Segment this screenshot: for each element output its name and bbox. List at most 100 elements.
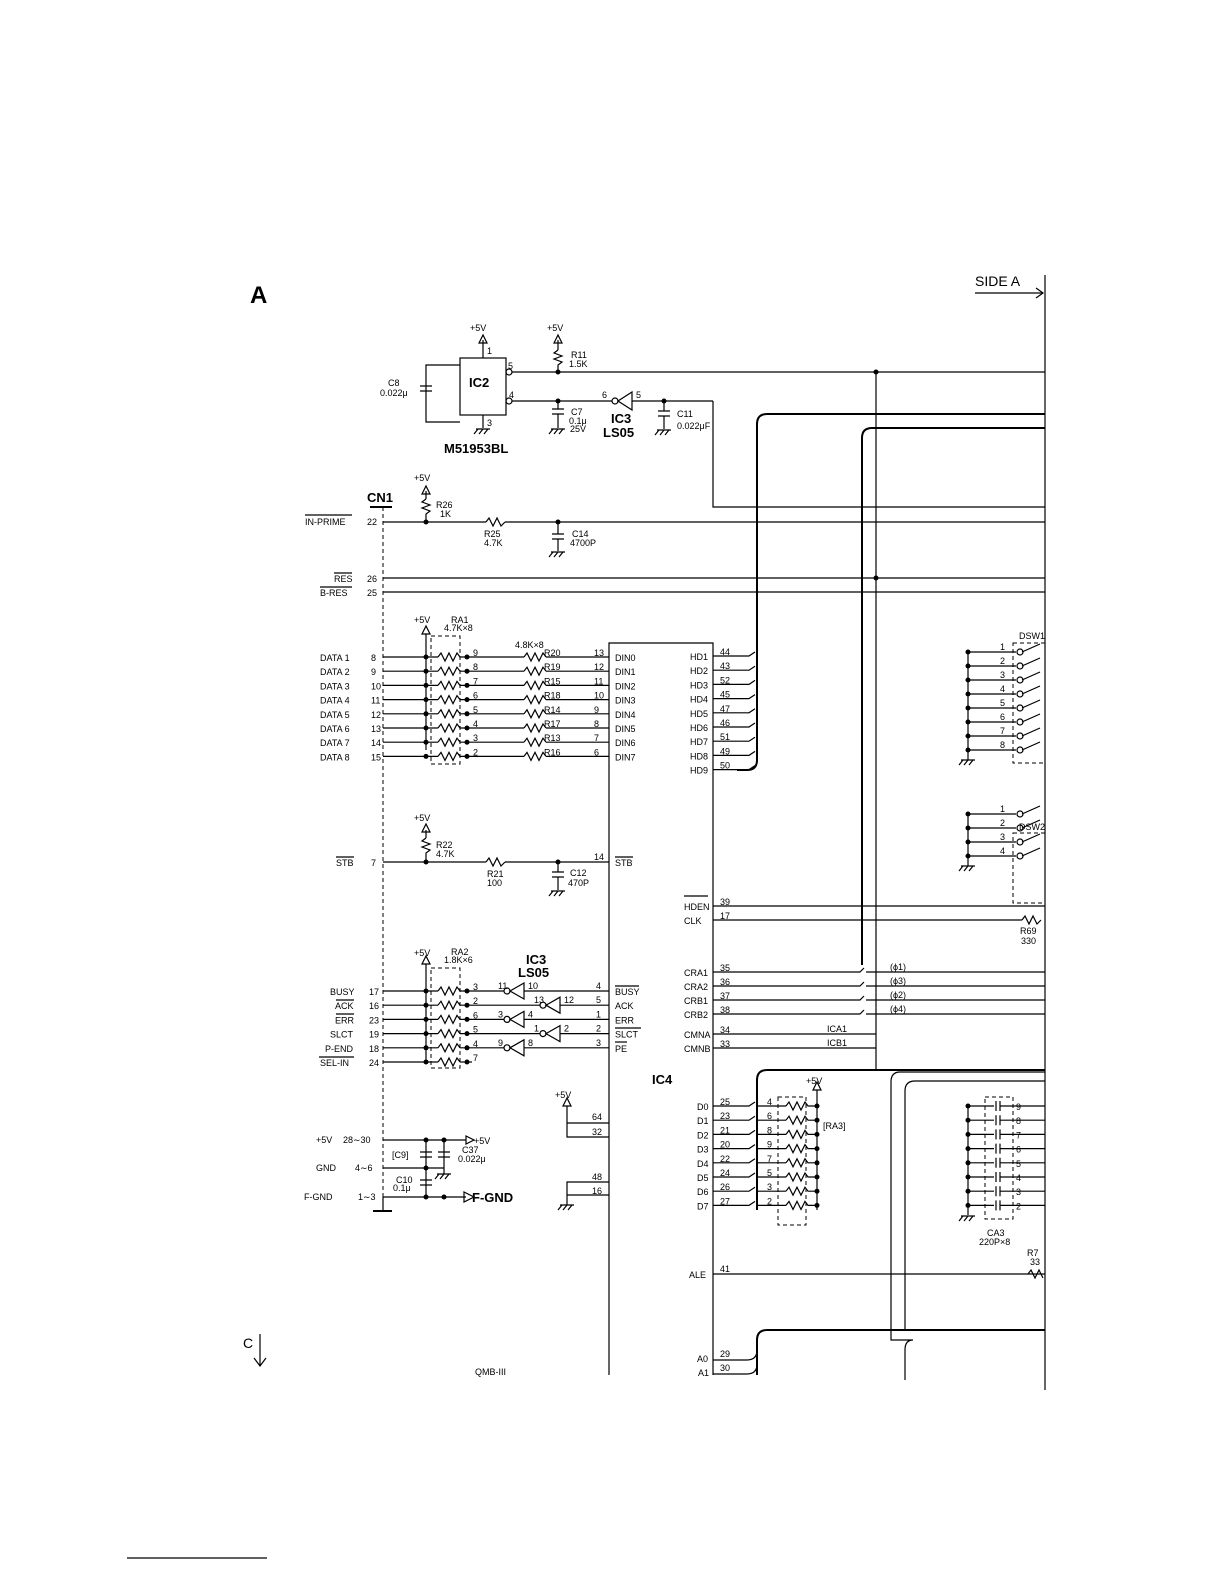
ra3-resistor-icon xyxy=(785,1185,817,1197)
ic4-ctrl-name: CRA2 xyxy=(684,982,708,992)
inverter-icon xyxy=(508,981,525,1001)
junction-dot xyxy=(464,739,470,745)
ic4-status-pin: 2 xyxy=(596,1024,601,1034)
ic4-din-pin: 9 xyxy=(594,705,599,715)
bus-entry xyxy=(713,1200,756,1206)
ra1-value: 4.7K×8 xyxy=(444,623,473,633)
c8-ref: C8 xyxy=(388,378,400,388)
status-line-cn-pin: 16 xyxy=(369,1001,379,1011)
ic4-bus-name: D2 xyxy=(697,1130,709,1140)
ic4-ctrl-name: CRA1 xyxy=(684,968,708,978)
ca3-pin: 9 xyxy=(1016,1102,1021,1112)
ra2-pin: 7 xyxy=(473,1053,478,1063)
c37-value: 0.022μ xyxy=(458,1154,486,1164)
r21-ref: R21 xyxy=(487,869,504,879)
junction-dot xyxy=(814,1202,820,1208)
junction-dot xyxy=(423,668,429,674)
ra3-resistor-icon xyxy=(785,1157,817,1169)
data-bus-outline-2 xyxy=(890,1071,1045,1330)
fgnd-arrow-icon xyxy=(463,1191,476,1203)
ra1-pin: 2 xyxy=(473,747,478,757)
series-resistor-icon xyxy=(523,736,547,748)
dsw-pin: 5 xyxy=(1000,698,1005,708)
switch-lever-icon xyxy=(1021,671,1041,681)
ca3-capacitor-icon xyxy=(995,1186,1001,1197)
ra3-pin: 9 xyxy=(767,1140,772,1150)
c7-value: 0.1μ xyxy=(569,416,587,426)
ra3-resistor-icon xyxy=(785,1200,817,1211)
ic4-ref: IC4 xyxy=(652,1072,673,1087)
ra1-resistor-icon xyxy=(437,722,461,734)
ra1-ref: RA1 xyxy=(451,615,469,625)
ic4-bus-name: D7 xyxy=(697,1201,709,1211)
dsw1-ref: DSW1 xyxy=(1019,631,1045,641)
ic4-status-name: PE xyxy=(615,1044,627,1054)
phase-net-label: (ϕ1) xyxy=(890,962,906,972)
ic3-top-pin-in: 6 xyxy=(602,390,607,400)
junction-dot xyxy=(464,725,470,731)
pwr-gnd-label: GND xyxy=(316,1163,337,1173)
junction-dot xyxy=(423,711,429,717)
continue-arrow-icon xyxy=(253,1357,267,1367)
ic4-pin-64: 64 xyxy=(592,1112,602,1122)
data-line-cn-pin: 12 xyxy=(371,710,381,720)
series-resistor-ref: R20 xyxy=(544,648,561,658)
gate-pin: 12 xyxy=(564,995,574,1005)
status-line-label: ERR xyxy=(335,1015,355,1025)
ca3-capacitor-icon xyxy=(995,1143,1001,1154)
c7-ref: C7 xyxy=(571,407,583,417)
ic4-hd-pin: 49 xyxy=(720,746,730,756)
ic4-din-name: DIN5 xyxy=(615,724,636,734)
r25-resistor-icon xyxy=(485,516,506,528)
vcc-arrow-icon xyxy=(421,624,431,635)
address-bus-outline-2 xyxy=(890,1329,1045,1380)
ic4-din-pin: 10 xyxy=(594,691,604,701)
ic2-part: M51953BL xyxy=(444,441,508,456)
ra3-pin: 2 xyxy=(767,1196,772,1206)
address-bus-outline xyxy=(756,1329,1045,1375)
data-line-cn-pin: 10 xyxy=(371,681,381,691)
r69-value: 330 xyxy=(1021,936,1036,946)
gate-pin: 1 xyxy=(534,1024,539,1034)
vcc-arrow-right-icon xyxy=(465,1135,476,1145)
ca3-pin: 3 xyxy=(1016,1187,1021,1197)
ra1-pin: 5 xyxy=(473,705,478,715)
junction-dot xyxy=(814,1117,820,1123)
ic4-bus-name: D1 xyxy=(697,1116,709,1126)
junction-dot xyxy=(423,682,429,688)
ra3-resistor-icon xyxy=(785,1114,817,1126)
ic2-pin3: 3 xyxy=(487,418,492,428)
junction-dot xyxy=(423,1016,429,1022)
ic4-din-name: DIN4 xyxy=(615,710,636,720)
hd-bus-entry xyxy=(713,708,756,714)
junction-dot xyxy=(423,988,429,994)
ground-icon xyxy=(548,890,565,897)
ra1-resistor-icon xyxy=(437,751,461,762)
ic4-bus-name: D4 xyxy=(697,1159,709,1169)
dsw-pin: 6 xyxy=(1000,712,1005,722)
ra1-resistor-icon xyxy=(437,694,461,705)
switch-lever-icon xyxy=(1021,819,1041,829)
ic4-hd-name: HD3 xyxy=(690,680,708,690)
ic4-din-pin: 6 xyxy=(594,747,599,757)
junction-dot xyxy=(965,1103,971,1109)
junction-dot xyxy=(965,1146,971,1152)
ca3-pin: 4 xyxy=(1016,1173,1021,1183)
pwr-vcc-pins: 28∼30 xyxy=(343,1135,371,1145)
junction-dot xyxy=(965,1131,971,1137)
inverter-icon xyxy=(508,1010,525,1029)
hd-bus-entry xyxy=(713,750,756,756)
ra1-pin: 7 xyxy=(473,676,478,686)
inverter-icon xyxy=(544,1024,561,1043)
status-line-label: SEL-IN xyxy=(320,1058,349,1068)
switch-lever-icon xyxy=(1021,685,1041,695)
r26-resistor-icon xyxy=(420,498,432,522)
ic4-hd-pin: 43 xyxy=(720,661,730,671)
ground-icon xyxy=(473,428,490,435)
data-line-cn-pin: 15 xyxy=(371,752,381,762)
data-line-label: DATA 6 xyxy=(320,724,350,734)
r25-value: 4.7K xyxy=(484,538,503,548)
hd-bus-entry xyxy=(713,722,756,728)
ra1-pin: 6 xyxy=(473,691,478,701)
